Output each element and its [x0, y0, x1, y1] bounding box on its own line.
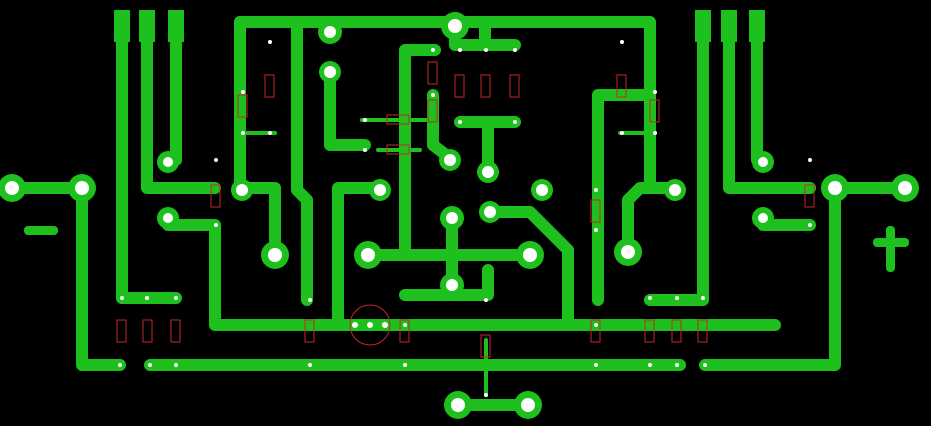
connector-pad-right-3	[749, 10, 765, 42]
resistor	[671, 319, 682, 343]
trace-right-column	[592, 89, 656, 306]
resistor-outlines	[116, 61, 815, 358]
resistor	[237, 94, 248, 118]
resistor	[142, 319, 153, 343]
resistor	[804, 184, 815, 208]
plus-sign-icon	[873, 226, 909, 272]
large-pads	[0, 12, 919, 419]
minus-sign-icon	[24, 226, 58, 235]
resistor	[480, 74, 491, 98]
resistor	[264, 74, 275, 98]
resistor	[697, 319, 708, 343]
resistor	[616, 74, 627, 98]
resistor	[509, 74, 520, 98]
trace-upper-hook	[324, 66, 371, 151]
resistor	[427, 61, 438, 85]
connector-pad-left-2	[139, 10, 155, 42]
connector-pad-left-1	[114, 10, 130, 42]
resistor	[210, 184, 221, 208]
resistor	[399, 319, 410, 343]
small-vias	[118, 40, 812, 397]
connector-pad-left-3	[168, 10, 184, 42]
trace-left-outer-bus	[76, 182, 126, 371]
resistor	[304, 319, 315, 343]
resistor	[644, 319, 655, 343]
resistor	[590, 199, 601, 223]
resistor	[386, 114, 410, 125]
transistor	[349, 304, 391, 346]
connector-pad-right-1	[695, 10, 711, 42]
connector-pad-right-2	[721, 10, 737, 42]
trace-left-conn-2	[141, 12, 221, 194]
trace-left-column	[291, 22, 313, 306]
connector-pads	[114, 10, 765, 42]
trace-top-frame-left	[234, 16, 281, 261]
trace-right-conn-2	[723, 12, 816, 194]
trace-mid-lower	[399, 264, 494, 301]
trace-right-hook	[622, 182, 681, 256]
resistor	[170, 319, 181, 343]
resistor	[116, 319, 127, 343]
resistor	[386, 144, 410, 155]
trace-diag	[484, 206, 574, 331]
resistor	[427, 99, 438, 123]
resistor	[590, 319, 601, 343]
trace-bottom-rail-right	[699, 182, 841, 371]
resistor	[454, 74, 465, 98]
resistor	[480, 334, 491, 358]
resistor	[649, 99, 660, 123]
